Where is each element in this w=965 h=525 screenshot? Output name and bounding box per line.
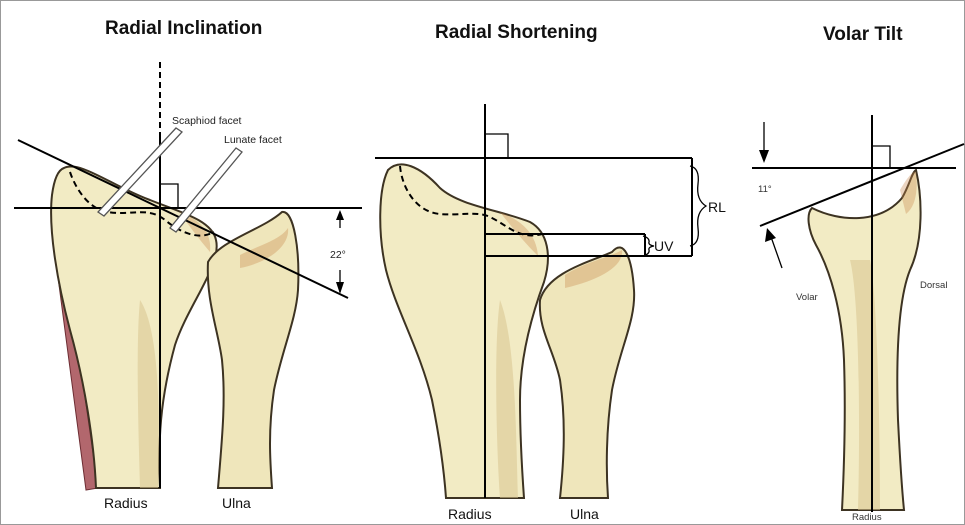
radius-label: Radius (852, 512, 882, 523)
radius-label: Radius (104, 495, 148, 511)
radial-shortening-title: Radial Shortening (435, 22, 598, 43)
volar-tilt-angle-label: 11° (758, 184, 772, 195)
rl-label: RL (708, 199, 726, 215)
scaphoid-facet-label: Scaphiod facet (172, 115, 242, 127)
panel-radial-inclination: Radial Inclination 22° Scaphiod facet Lu… (14, 18, 362, 511)
lunate-facet-pointer (170, 148, 242, 232)
lunate-facet-label: Lunate facet (224, 134, 282, 146)
ulna-bone (540, 247, 634, 498)
dorsal-label: Dorsal (920, 280, 947, 291)
arrowhead-down (759, 150, 769, 163)
arrowhead-up (765, 228, 776, 242)
panel-radial-shortening: Radial Shortening RL UV Radius Ulna (375, 22, 726, 522)
right-angle-marker (485, 134, 508, 158)
volar-tilt-line (760, 144, 964, 226)
radius-label: Radius (448, 506, 492, 522)
arrowhead-up (336, 210, 344, 220)
ulna-label: Ulna (222, 495, 251, 511)
volar-tilt-title: Volar Tilt (823, 24, 903, 45)
radial-inclination-title: Radial Inclination (105, 18, 262, 39)
radius-bone (51, 167, 217, 488)
volar-label: Volar (796, 292, 818, 303)
panel-volar-tilt: Volar Tilt 11° Volar Dorsal Radius (752, 24, 964, 523)
radial-inclination-angle-label: 22° (330, 249, 346, 261)
uv-label: UV (654, 238, 674, 254)
right-angle-marker (872, 146, 890, 168)
ulna-label: Ulna (570, 506, 599, 522)
